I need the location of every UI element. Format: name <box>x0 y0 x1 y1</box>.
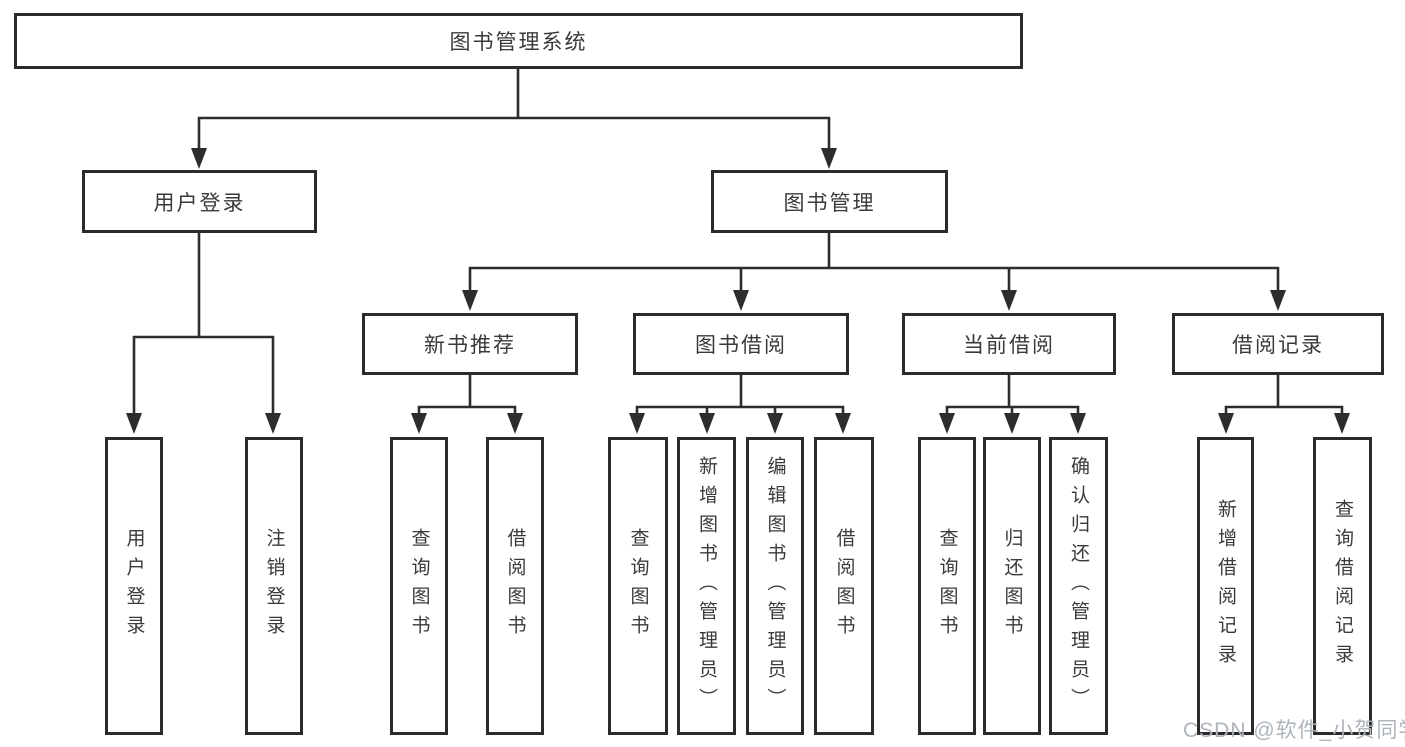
connector-root-trunk <box>198 69 830 120</box>
node-new-book-rec-label: 新书推荐 <box>424 334 516 357</box>
node-leaf-logout-label: 注销登录 <box>263 528 285 644</box>
node-root: 图书管理系统 <box>14 13 1023 69</box>
connector-user-login-trunk <box>133 233 274 339</box>
node-leaf-add-book-admin-label: 新增图书（管理员） <box>696 455 717 717</box>
node-leaf-add-borrow-record: 新增借阅记录 <box>1197 437 1254 735</box>
node-current-borrow-label: 当前借阅 <box>963 334 1055 357</box>
node-current-borrow: 当前借阅 <box>902 313 1116 375</box>
node-leaf-add-book-admin: 新增图书（管理员） <box>677 437 736 735</box>
node-leaf-confirm-return-admin: 确认归还（管理员） <box>1049 437 1108 735</box>
node-user-login-label: 用户登录 <box>153 191 246 215</box>
node-borrow-record: 借阅记录 <box>1172 313 1384 375</box>
node-leaf-query-borrow-record: 查询借阅记录 <box>1313 437 1372 735</box>
node-leaf-query-book-2-label: 查询图书 <box>627 528 649 644</box>
csdn-watermark: CSDN @软件_小贺同学 <box>1183 719 1405 742</box>
node-book-mgmt-label: 图书管理 <box>783 191 876 215</box>
node-leaf-confirm-return-admin-label: 确认归还（管理员） <box>1068 455 1089 717</box>
node-leaf-query-book-2: 查询图书 <box>608 437 668 735</box>
node-root-label: 图书管理系统 <box>449 31 588 54</box>
node-leaf-query-book-1-label: 查询图书 <box>408 528 430 644</box>
node-leaf-borrow-book-1-label: 借阅图书 <box>504 528 526 644</box>
node-leaf-user-login-label: 用户登录 <box>123 528 145 644</box>
node-leaf-return-book: 归还图书 <box>983 437 1041 735</box>
node-leaf-edit-book-admin-label: 编辑图书（管理员） <box>764 455 786 717</box>
node-leaf-borrow-book-2: 借阅图书 <box>814 437 874 735</box>
node-leaf-logout: 注销登录 <box>245 437 303 735</box>
node-leaf-return-book-label: 归还图书 <box>1001 528 1023 644</box>
connector-book-mgmt-trunk <box>469 233 1279 270</box>
node-leaf-add-borrow-record-label: 新增借阅记录 <box>1215 499 1236 673</box>
node-new-book-rec: 新书推荐 <box>362 313 578 375</box>
node-leaf-borrow-book-2-label: 借阅图书 <box>833 528 855 644</box>
node-leaf-edit-book-admin: 编辑图书（管理员） <box>746 437 804 735</box>
connector-borrow-record-trunk <box>1225 375 1343 409</box>
node-leaf-query-book-3: 查询图书 <box>918 437 976 735</box>
node-leaf-query-borrow-record-label: 查询借阅记录 <box>1332 499 1353 673</box>
node-leaf-borrow-book-1: 借阅图书 <box>486 437 544 735</box>
connector-new-book-trunk <box>418 375 516 409</box>
node-leaf-query-book-1: 查询图书 <box>390 437 448 735</box>
connector-book-borrow-trunk <box>636 375 844 409</box>
node-borrow-record-label: 借阅记录 <box>1232 334 1324 357</box>
node-book-borrow-label: 图书借阅 <box>695 334 787 357</box>
node-leaf-user-login: 用户登录 <box>105 437 163 735</box>
node-leaf-query-book-3-label: 查询图书 <box>936 528 958 644</box>
node-book-mgmt: 图书管理 <box>711 170 948 233</box>
node-book-borrow: 图书借阅 <box>633 313 849 375</box>
connector-current-borrow-trunk <box>946 375 1079 409</box>
node-user-login: 用户登录 <box>82 170 317 233</box>
